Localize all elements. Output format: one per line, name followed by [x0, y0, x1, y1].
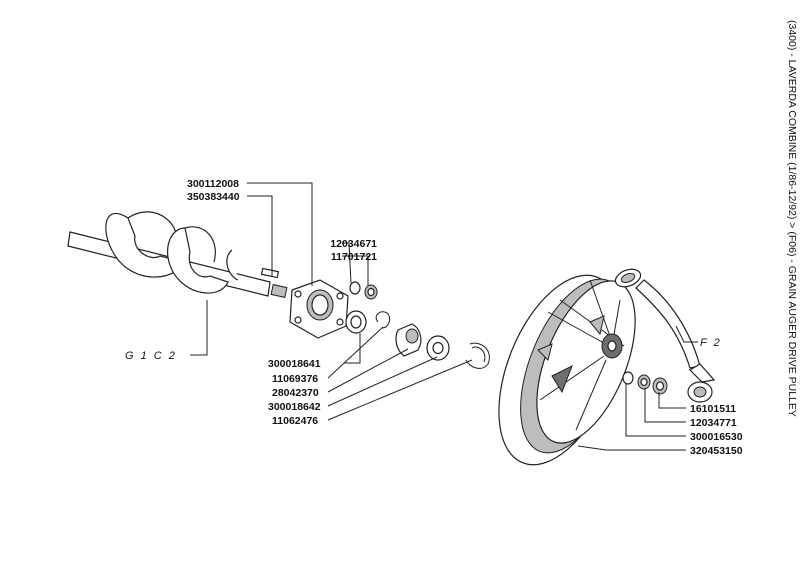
label-300018641: 300018641: [268, 358, 321, 370]
page-title: (3400) - LAVERDA COMBINE (1/86-12/92) > …: [786, 20, 798, 417]
label-11701721: 11701721: [331, 251, 377, 263]
label-12034671: 12034671: [330, 238, 377, 250]
label-16101511: 16101511: [690, 403, 736, 415]
label-12034771: 12034771: [690, 417, 737, 429]
label-320453150: 320453150: [690, 445, 743, 457]
label-11062476: 11062476: [272, 415, 318, 427]
label-300112008: 300112008: [187, 178, 239, 190]
pulley-fasteners: [622, 371, 668, 395]
pulley-wheel: [498, 274, 636, 466]
part-labels: 300112008 350383440 12034671 11701721 30…: [125, 178, 743, 457]
shaft-components: [345, 310, 490, 369]
tensioner-arm: [614, 268, 716, 403]
label-28042370: 28042370: [272, 387, 319, 399]
auger-shaft: [67, 211, 288, 298]
label-350383440: 350383440: [187, 191, 240, 203]
label-300018642: 300018642: [268, 401, 321, 413]
label-300016530: 300016530: [690, 431, 743, 443]
bearing-housing: [289, 279, 349, 339]
ref-g1c2: G 1 C 2: [125, 350, 177, 362]
washer-nut-pair: [349, 281, 378, 300]
leader-lines: [190, 182, 698, 451]
label-11069376: 11069376: [272, 373, 318, 385]
ref-f2: F 2: [700, 337, 722, 349]
